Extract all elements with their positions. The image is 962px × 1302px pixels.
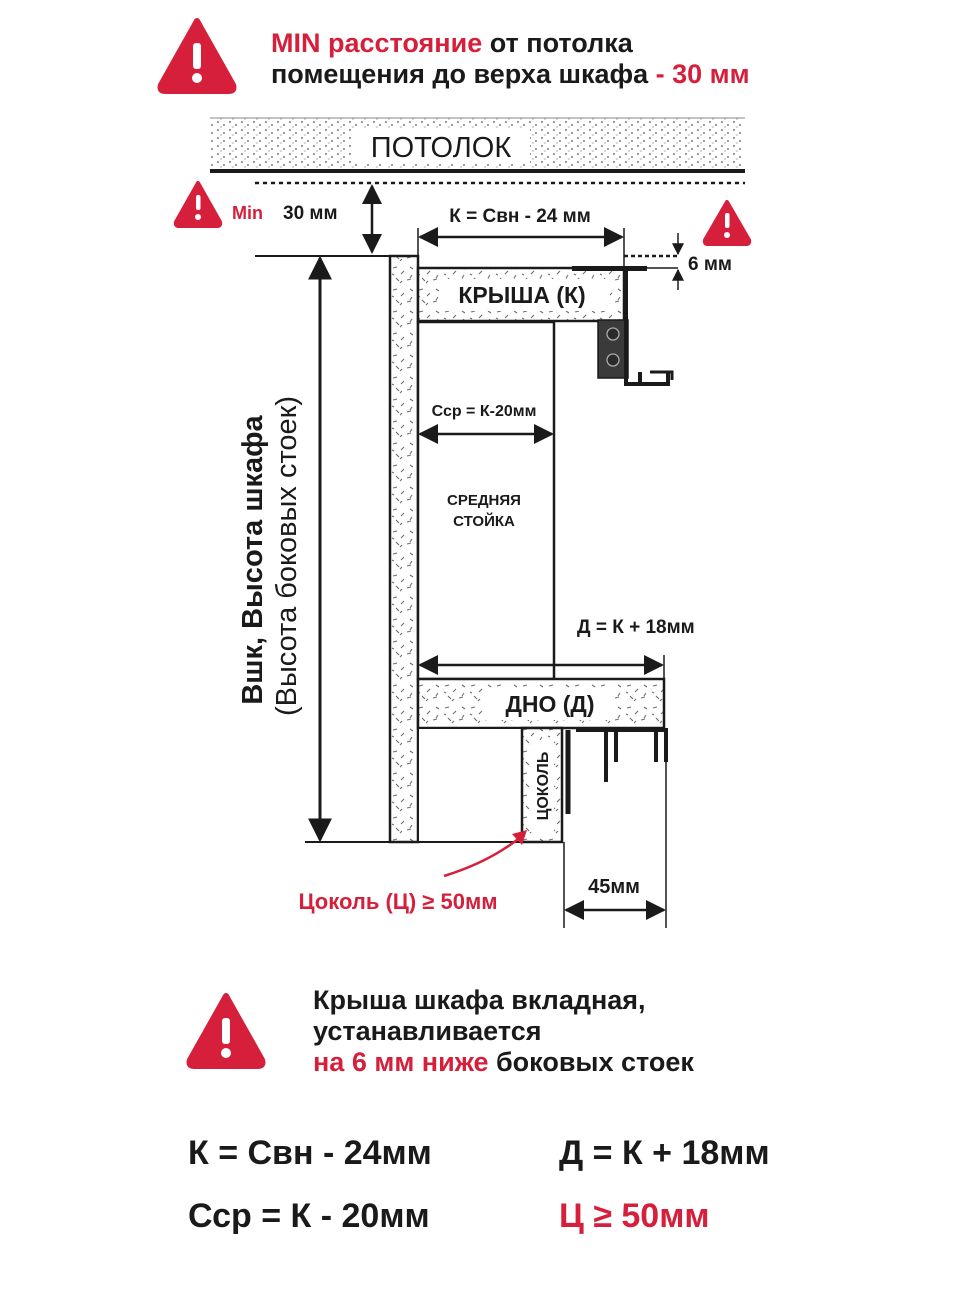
- gap-6mm-label: 6 мм: [688, 254, 732, 275]
- k-dimension-label: К = Свн - 24 мм: [449, 206, 591, 227]
- dim-45-label: 45мм: [588, 876, 640, 898]
- top-rail-profile: [572, 266, 674, 386]
- middle-post-label-2: СТОЙКА: [453, 512, 515, 530]
- header-red-value: - 30 мм: [648, 59, 750, 89]
- min-value: 30 мм: [283, 203, 338, 224]
- bottom-rail-profile: [565, 728, 668, 814]
- bottom-label: ДНО (Д): [506, 691, 595, 717]
- height-label-2: (Высота боковых стоек): [271, 396, 303, 716]
- formula-plinth: Ц ≥ 50мм: [559, 1197, 710, 1235]
- header-text-2: помещения до верха шкафа: [271, 59, 649, 89]
- wardrobe-diagram: ПОТОЛОК Min 30 мм К = Свн - 24 мм 6 мм К…: [173, 117, 752, 928]
- middle-width-label: Сср = К-20мм: [432, 403, 537, 420]
- middle-post: [416, 320, 556, 681]
- header-text: от потолка: [482, 28, 633, 58]
- header-red-text: MIN расстояние: [271, 28, 483, 58]
- plinth-note-arrow: [443, 835, 523, 878]
- warning-triangle-icon: [702, 200, 752, 246]
- warning-triangle-icon: [157, 18, 237, 94]
- ceiling-label: ПОТОЛОК: [371, 132, 512, 164]
- roof-label: КРЫША (К): [458, 282, 585, 308]
- bottom-dimension-label: Д = К + 18мм: [577, 617, 695, 638]
- note-red-text: на 6 мм ниже: [313, 1047, 489, 1077]
- min-label: Min: [232, 203, 263, 223]
- roof-install-note: Крыша шкафа вкладная, устанавливается на…: [313, 985, 694, 1078]
- warning-triangle-icon: [186, 993, 266, 1069]
- side-panel: [388, 254, 420, 844]
- header-warning-text: MIN расстояние от потолка помещения до в…: [271, 28, 750, 90]
- formula-k: К = Свн - 24мм: [188, 1134, 432, 1172]
- note-line-2: устанавливается: [313, 1016, 542, 1046]
- note-line-3: боковых стоек: [488, 1047, 694, 1077]
- middle-post-label-1: СРЕДНЯЯ: [447, 492, 521, 509]
- plinth-note: Цоколь (Ц) ≥ 50мм: [298, 889, 497, 914]
- formula-d: Д = К + 18мм: [559, 1134, 770, 1172]
- warning-triangle-icon: [173, 181, 223, 228]
- plinth-label: ЦОКОЛЬ: [535, 752, 552, 821]
- formula-ssr: Сср = К - 20мм: [188, 1197, 430, 1235]
- note-line-1: Крыша шкафа вкладная,: [313, 985, 646, 1015]
- height-label-1: Вшк, Высота шкафа: [237, 414, 269, 704]
